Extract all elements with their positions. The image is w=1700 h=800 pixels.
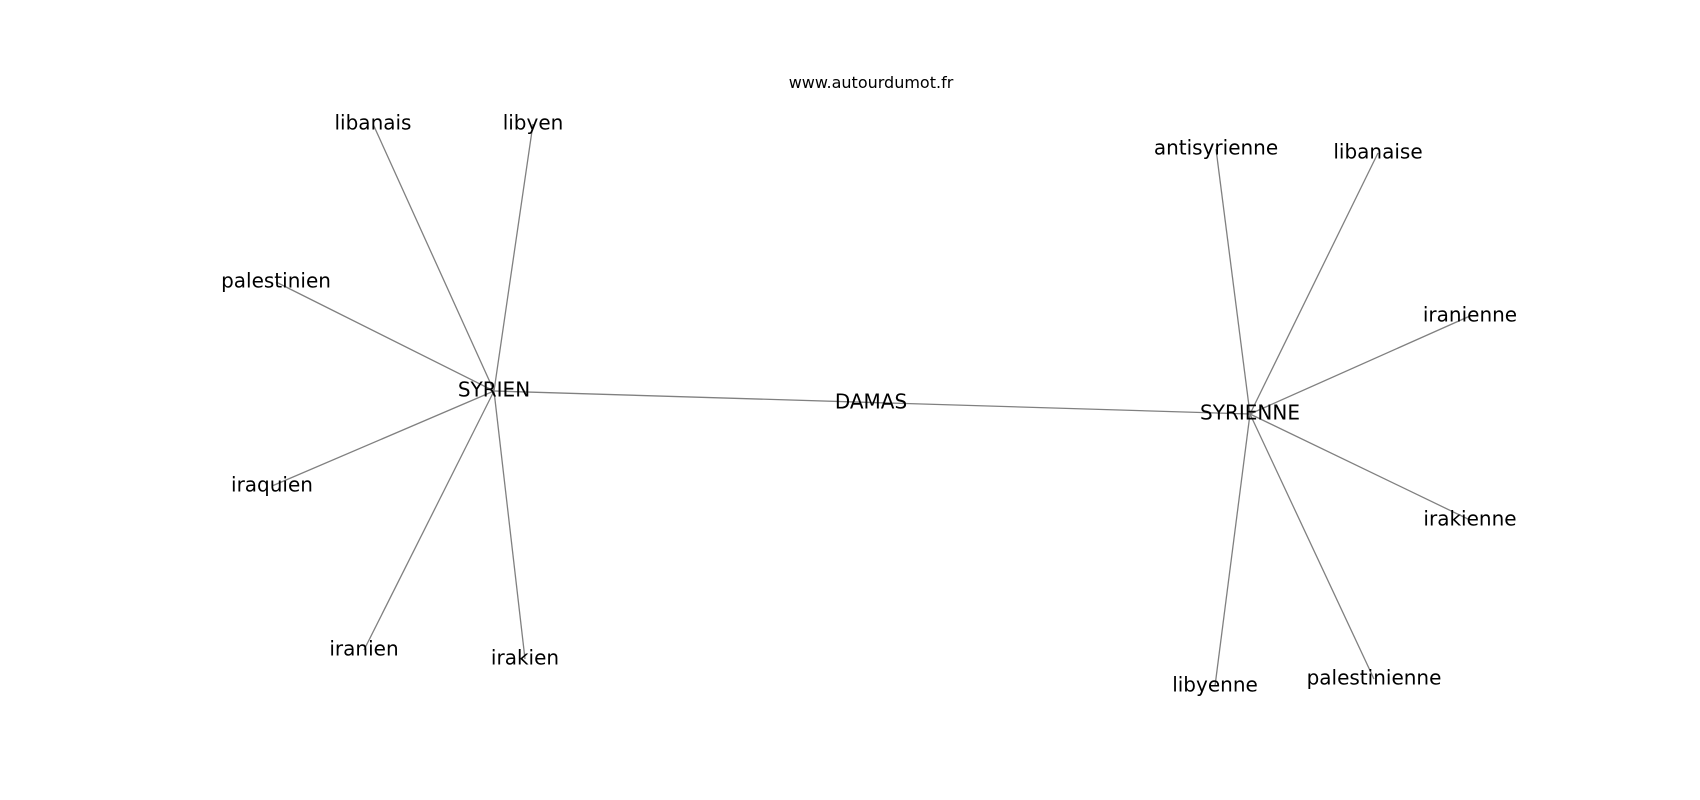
nodes-layer: DAMAS SYRIEN SYRIENNE libanais libyen palesti… bbox=[221, 111, 1517, 697]
edge-syrien-syrienne bbox=[493, 390, 1251, 415]
node-irakien: irakien bbox=[491, 646, 559, 670]
edge-syrien-libyen bbox=[493, 123, 534, 392]
node-iranienne: iranienne bbox=[1423, 303, 1517, 327]
node-libanaise: libanaise bbox=[1333, 140, 1422, 164]
node-libanais: libanais bbox=[335, 111, 412, 135]
node-antisyrienne: antisyrienne bbox=[1154, 136, 1278, 160]
node-iranien: iranien bbox=[329, 637, 398, 661]
node-palestinien: palestinien bbox=[221, 269, 331, 293]
source-label: www.autourdumot.fr bbox=[789, 73, 954, 92]
edge-syrien-libanais bbox=[372, 123, 495, 392]
node-iraquien: iraquien bbox=[231, 473, 313, 497]
node-irakienne: irakienne bbox=[1423, 507, 1516, 531]
node-damas: DAMAS bbox=[835, 390, 907, 414]
edge-syrienne-libyenne bbox=[1214, 413, 1251, 687]
edge-syrienne-antisyrienne bbox=[1215, 148, 1251, 415]
edge-syrien-palestinien bbox=[275, 281, 495, 392]
node-syrienne: SYRIENNE bbox=[1200, 401, 1300, 425]
edge-syrienne-irakienne bbox=[1249, 413, 1471, 521]
node-libyen: libyen bbox=[503, 111, 564, 135]
edges-layer bbox=[271, 123, 1471, 687]
edge-syrien-iraquien bbox=[271, 390, 495, 487]
edge-syrien-iranien bbox=[363, 390, 495, 651]
edge-syrienne-libanaise bbox=[1249, 152, 1379, 415]
node-libyenne: libyenne bbox=[1172, 673, 1258, 697]
edge-syrien-irakien bbox=[493, 390, 526, 660]
edge-syrienne-palestinienne bbox=[1249, 413, 1375, 680]
edge-syrienne-iranienne bbox=[1249, 315, 1471, 415]
node-syrien: SYRIEN bbox=[458, 378, 530, 402]
node-palestinienne: palestinienne bbox=[1307, 666, 1442, 690]
